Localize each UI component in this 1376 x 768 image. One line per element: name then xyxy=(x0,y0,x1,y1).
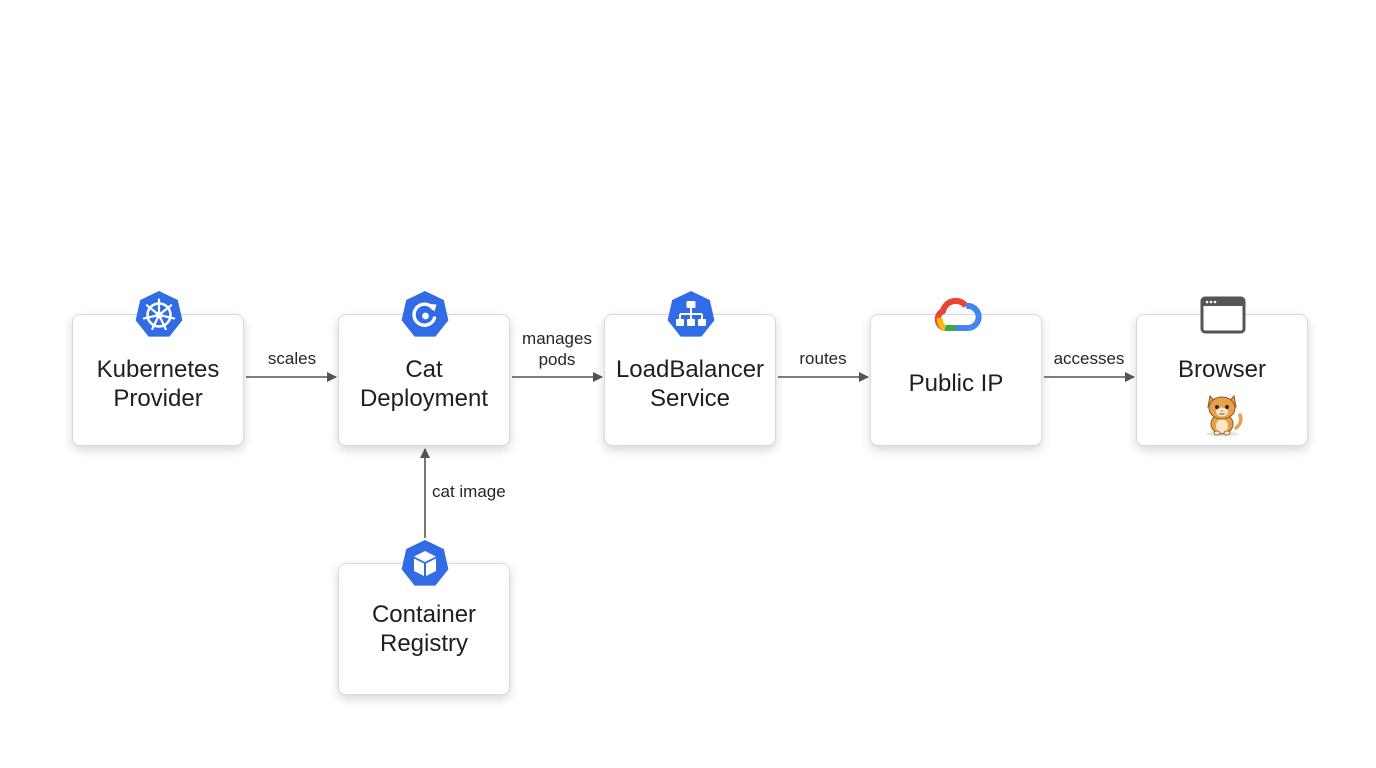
edge-label-routes: routes xyxy=(799,349,847,368)
node-kubernetes-provider-line1: Kubernetes xyxy=(96,356,220,383)
node-kubernetes-provider-line2: Provider xyxy=(113,385,203,412)
node-browser-label: Browser xyxy=(1137,355,1307,384)
node-loadbalancer-service: LoadBalancer Service xyxy=(604,314,776,446)
node-cat-deployment-line1: Cat xyxy=(405,356,443,383)
node-loadbalancer-service-label: LoadBalancer Service xyxy=(605,355,775,413)
browser-window-icon xyxy=(1200,296,1246,334)
service-network-icon xyxy=(667,291,715,337)
node-public-ip-label: Public IP xyxy=(871,369,1041,398)
node-container-registry-line2: Registry xyxy=(379,630,469,657)
node-container-registry-label: Container Registry xyxy=(339,600,509,658)
edge-label-manages-line2: pods xyxy=(538,350,576,369)
node-public-ip: Public IP xyxy=(870,314,1042,446)
node-loadbalancer-service-line2: Service xyxy=(649,385,731,412)
node-browser-line1: Browser xyxy=(1177,356,1267,383)
edge-label-cat-image: cat image xyxy=(432,482,506,501)
kubernetes-helm-icon xyxy=(135,291,183,337)
edge-label-scales: scales xyxy=(267,349,317,368)
node-cat-deployment-line2: Deployment xyxy=(359,385,489,412)
node-cat-deployment-label: Cat Deployment xyxy=(339,355,509,413)
cat-mascot-icon xyxy=(1206,394,1243,437)
container-cube-icon xyxy=(401,540,449,586)
node-public-ip-line1: Public IP xyxy=(908,370,1004,397)
google-cloud-icon xyxy=(934,297,982,331)
deployment-icon xyxy=(401,291,449,337)
node-container-registry-line1: Container xyxy=(371,601,477,628)
edge-label-manages-pods: manages pods xyxy=(512,328,602,370)
node-loadbalancer-service-line1: LoadBalancer xyxy=(615,356,765,383)
node-kubernetes-provider-label: Kubernetes Provider xyxy=(73,355,243,413)
edge-label-accesses: accesses xyxy=(1053,349,1125,368)
edge-label-manages-line1: manages xyxy=(522,329,592,348)
